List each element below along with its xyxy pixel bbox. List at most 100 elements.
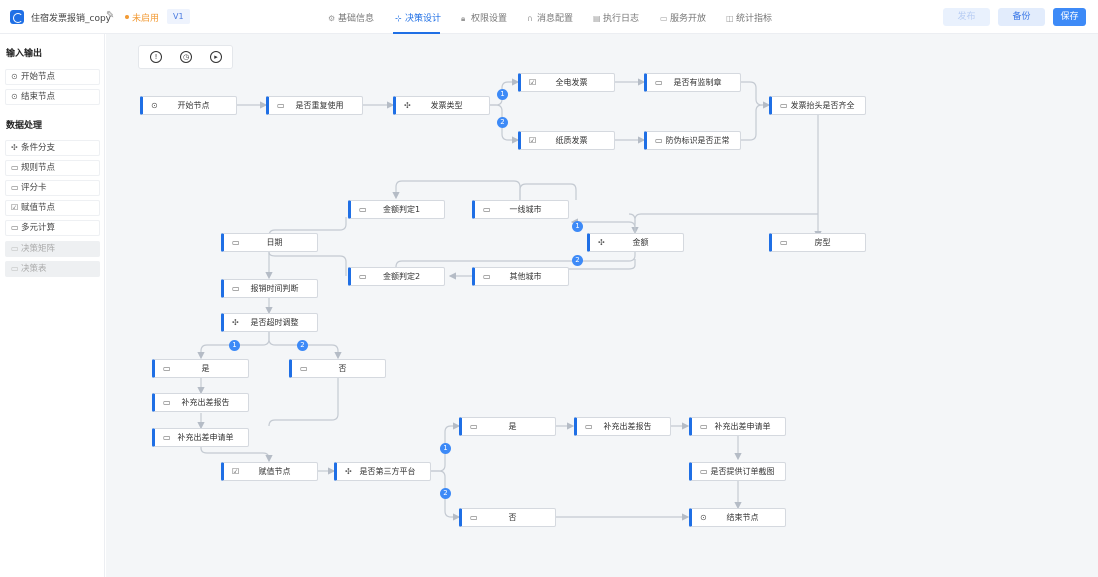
node-trip-request-1[interactable]: ▭补充出差申请单 xyxy=(152,428,249,447)
save-button[interactable]: 保存 xyxy=(1053,8,1086,26)
node-start[interactable]: ⊙开始节点 xyxy=(140,96,237,115)
play-icon: ⊙ xyxy=(11,72,18,81)
tab-stats[interactable]: ◫统计指标 xyxy=(726,14,773,24)
flow-edges-lower xyxy=(197,252,742,521)
node-tier1-city[interactable]: ▭一线城市 xyxy=(472,200,569,219)
info-icon[interactable]: ! xyxy=(150,51,162,63)
backup-button[interactable]: 备份 xyxy=(998,8,1045,26)
branch-badge-1: 1 xyxy=(497,89,508,100)
publish-button[interactable]: 发布 xyxy=(943,8,990,26)
card-icon: ▭ xyxy=(11,163,19,172)
node-overdue-adjust[interactable]: ✣是否超时调整 xyxy=(221,313,318,332)
tab-basic-info[interactable]: ⚙基础信息 xyxy=(328,14,375,24)
palette-item-end-node[interactable]: ⊙结束节点 xyxy=(5,89,100,105)
branch-badge-2: 2 xyxy=(572,255,583,266)
node-order-screenshot[interactable]: ▭是否提供订单截图 xyxy=(689,462,786,481)
stats-icon: ◫ xyxy=(726,14,734,23)
tab-permissions[interactable]: 🔒︎权限设置 xyxy=(461,14,508,24)
card-icon: ▭ xyxy=(700,467,708,476)
node-amount-check2[interactable]: ▭金额判定2 xyxy=(348,267,445,286)
branch-icon: ✣ xyxy=(598,238,605,247)
node-trip-report-2[interactable]: ▭补充出差报告 xyxy=(574,417,671,436)
branch-icon: ✣ xyxy=(345,467,352,476)
card-icon: ▭ xyxy=(232,238,240,247)
node-assign[interactable]: ☑赋值节点 xyxy=(221,462,318,481)
status-text: 未启用 xyxy=(132,14,160,24)
node-other-city[interactable]: ▭其他城市 xyxy=(472,267,569,286)
node-date[interactable]: ▭日期 xyxy=(221,233,318,252)
edit-title-icon[interactable]: ✎ xyxy=(106,10,115,21)
node-header-complete[interactable]: ▭发票抬头是否齐全 xyxy=(769,96,866,115)
lock-icon: 🔒︎ xyxy=(461,14,466,23)
stop-icon: ⊙ xyxy=(700,513,707,522)
tab-messages[interactable]: ∩消息配置 xyxy=(527,14,574,24)
node-room-type[interactable]: ▭房型 xyxy=(769,233,866,252)
node-amount[interactable]: ✣金额 xyxy=(587,233,684,252)
node-trip-report-1[interactable]: ▭补充出差报告 xyxy=(152,393,249,412)
app-title: 住宿发票报销_copy xyxy=(31,14,111,24)
node-time-judge[interactable]: ▭报销时间判断 xyxy=(221,279,318,298)
node-no-1[interactable]: ▭否 xyxy=(289,359,386,378)
card-icon: ▭ xyxy=(359,272,367,281)
edit-icon: ☑ xyxy=(232,467,240,476)
run-icon[interactable]: ▸ xyxy=(210,51,222,63)
history-icon[interactable]: ◷ xyxy=(180,51,192,63)
palette-item-decision-matrix[interactable]: ▭决策矩阵 xyxy=(5,241,100,257)
edit-icon: ☑ xyxy=(11,203,19,212)
palette-item-start-node[interactable]: ⊙开始节点 xyxy=(5,69,100,85)
card-icon: ▭ xyxy=(700,422,708,431)
settings-icon: ⚙ xyxy=(328,14,336,23)
card-icon: ▭ xyxy=(11,183,19,192)
branch-badge-1: 1 xyxy=(229,340,240,351)
tab-service-open[interactable]: ▭服务开放 xyxy=(660,14,707,24)
card-icon: ▭ xyxy=(780,101,788,110)
branch-icon: ✣ xyxy=(404,101,411,110)
app-logo-icon xyxy=(10,10,24,24)
palette-item-scorecard[interactable]: ▭评分卡 xyxy=(5,180,100,196)
node-amount-check1[interactable]: ▭金额判定1 xyxy=(348,200,445,219)
node-paper-invoice[interactable]: ☑纸质发票 xyxy=(518,131,615,150)
card-icon: ▭ xyxy=(277,101,285,110)
branch-icon: ✣ xyxy=(11,143,18,152)
active-tab-indicator xyxy=(393,32,440,34)
tab-exec-log[interactable]: ▤执行日志 xyxy=(593,14,640,24)
card-icon: ▭ xyxy=(359,205,367,214)
api-icon: ▭ xyxy=(660,14,668,23)
branch-icon: ✣ xyxy=(232,318,239,327)
card-icon: ▭ xyxy=(780,238,788,247)
palette-item-condition-branch[interactable]: ✣条件分支 xyxy=(5,140,100,156)
flow-icon: ⊹ xyxy=(395,14,402,23)
card-icon: ▭ xyxy=(470,422,478,431)
node-palette-sidebar: 输入输出 ⊙开始节点 ⊙结束节点 数据处理 ✣条件分支 ▭规则节点 ▭评分卡 ☑… xyxy=(0,34,105,577)
flow-canvas[interactable]: ! ◷ ▸ xyxy=(106,34,1098,577)
branch-badge-2: 2 xyxy=(297,340,308,351)
status-dot-icon xyxy=(125,15,129,19)
node-invoice-type[interactable]: ✣发票类型 xyxy=(393,96,490,115)
card-icon: ▭ xyxy=(470,513,478,522)
card-icon: ▭ xyxy=(232,284,240,293)
tab-decision-design[interactable]: ⊹决策设计 xyxy=(395,14,442,24)
node-supervision-seal[interactable]: ▭是否有监制章 xyxy=(644,73,741,92)
palette-item-assign-node[interactable]: ☑赋值节点 xyxy=(5,200,100,216)
node-anti-fake[interactable]: ▭防伪标识是否正常 xyxy=(644,131,741,150)
node-end[interactable]: ⊙结束节点 xyxy=(689,508,786,527)
palette-item-rule-node[interactable]: ▭规则节点 xyxy=(5,160,100,176)
section-title-io: 输入输出 xyxy=(6,49,43,59)
node-reuse-check[interactable]: ▭是否重复使用 xyxy=(266,96,363,115)
node-no-2[interactable]: ▭否 xyxy=(459,508,556,527)
section-title-data-processing: 数据处理 xyxy=(6,121,43,131)
palette-item-multi-calc[interactable]: ▭多元计算 xyxy=(5,220,100,236)
card-icon: ▭ xyxy=(300,364,308,373)
card-icon: ▭ xyxy=(163,398,171,407)
node-third-party[interactable]: ✣是否第三方平台 xyxy=(334,462,431,481)
node-trip-request-2[interactable]: ▭补充出差申请单 xyxy=(689,417,786,436)
log-icon: ▤ xyxy=(593,14,601,23)
edit-icon: ☑ xyxy=(529,78,537,87)
node-e-invoice[interactable]: ☑全电发票 xyxy=(518,73,615,92)
table-icon: ▭ xyxy=(11,223,19,232)
node-yes-2[interactable]: ▭是 xyxy=(459,417,556,436)
card-icon: ▭ xyxy=(163,364,171,373)
node-yes-1[interactable]: ▭是 xyxy=(152,359,249,378)
app-header: 住宿发票报销_copy ✎ 未启用 V1 ⚙基础信息 ⊹决策设计 🔒︎权限设置 … xyxy=(0,0,1098,34)
palette-item-decision-table[interactable]: ▭决策表 xyxy=(5,261,100,277)
